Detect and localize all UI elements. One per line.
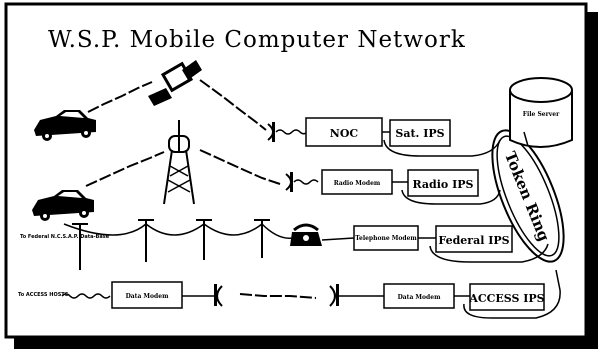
dish-icon-radio: [285, 172, 293, 192]
sat-ips-cable: [383, 139, 501, 157]
diagram-title: W.S.P. Mobile Computer Network: [48, 27, 466, 53]
radio-ips-label: Radio IPS: [413, 178, 474, 191]
car-to-tower-link: [85, 151, 165, 187]
wave-line: [293, 179, 319, 185]
access-ips-cable: [463, 269, 561, 319]
dish-icon-noc: [267, 122, 275, 142]
to-access-label: To ACCESS HOSTS: [18, 292, 69, 298]
car-middle-icon: [32, 190, 94, 221]
radio-modem-box: [321, 169, 393, 195]
dish-icon-left: [214, 284, 223, 307]
phone-to-modem-line: [321, 237, 355, 241]
radio-ips-cable: [401, 189, 501, 205]
radio-modem-label: Radio Modem: [334, 180, 381, 187]
sat-ips-box: [389, 119, 451, 147]
satellite-icon: [148, 60, 202, 106]
telephone-icon: [290, 223, 322, 246]
telephone-modem-label: Telephone Modem: [355, 235, 417, 242]
file-server-label: File Server: [523, 111, 560, 118]
wave-line: [61, 293, 111, 299]
wave-line: [275, 129, 309, 135]
telephone-pole-icon: [72, 219, 270, 270]
dish-to-dish-link: [239, 293, 317, 299]
satellite-to-noc-link: [199, 79, 267, 131]
federal-ips-label: Federal IPS: [438, 234, 509, 247]
data-modem-right-label: Data Modem: [398, 294, 441, 301]
file-server-icon: [509, 77, 573, 148]
federal-ips-box: [435, 225, 513, 253]
radio-ips-box: [407, 169, 479, 197]
car-to-satellite-link: [87, 81, 153, 113]
car-top-icon: [34, 110, 96, 141]
tower-to-modem-link: [199, 149, 281, 185]
dish-icon-right: [329, 284, 339, 307]
telephone-modem-box: [353, 225, 419, 251]
noc-label: NOC: [330, 127, 359, 140]
radio-tower-icon: [163, 120, 195, 205]
frame: [4, 2, 588, 339]
access-ips-label: ACCESS IPS: [468, 292, 544, 305]
access-ips-box: [469, 283, 545, 311]
server-to-ring-line: [523, 131, 529, 147]
data-modem-left-label: Data Modem: [126, 293, 169, 300]
token-ring: [491, 129, 565, 263]
to-federal-label: To Federal N.C.S.A.P. Data-Base: [20, 234, 110, 240]
sat-ips-label: Sat. IPS: [395, 127, 444, 140]
federal-ips-cable: [429, 243, 549, 263]
data-modem-left-box: [111, 281, 183, 309]
